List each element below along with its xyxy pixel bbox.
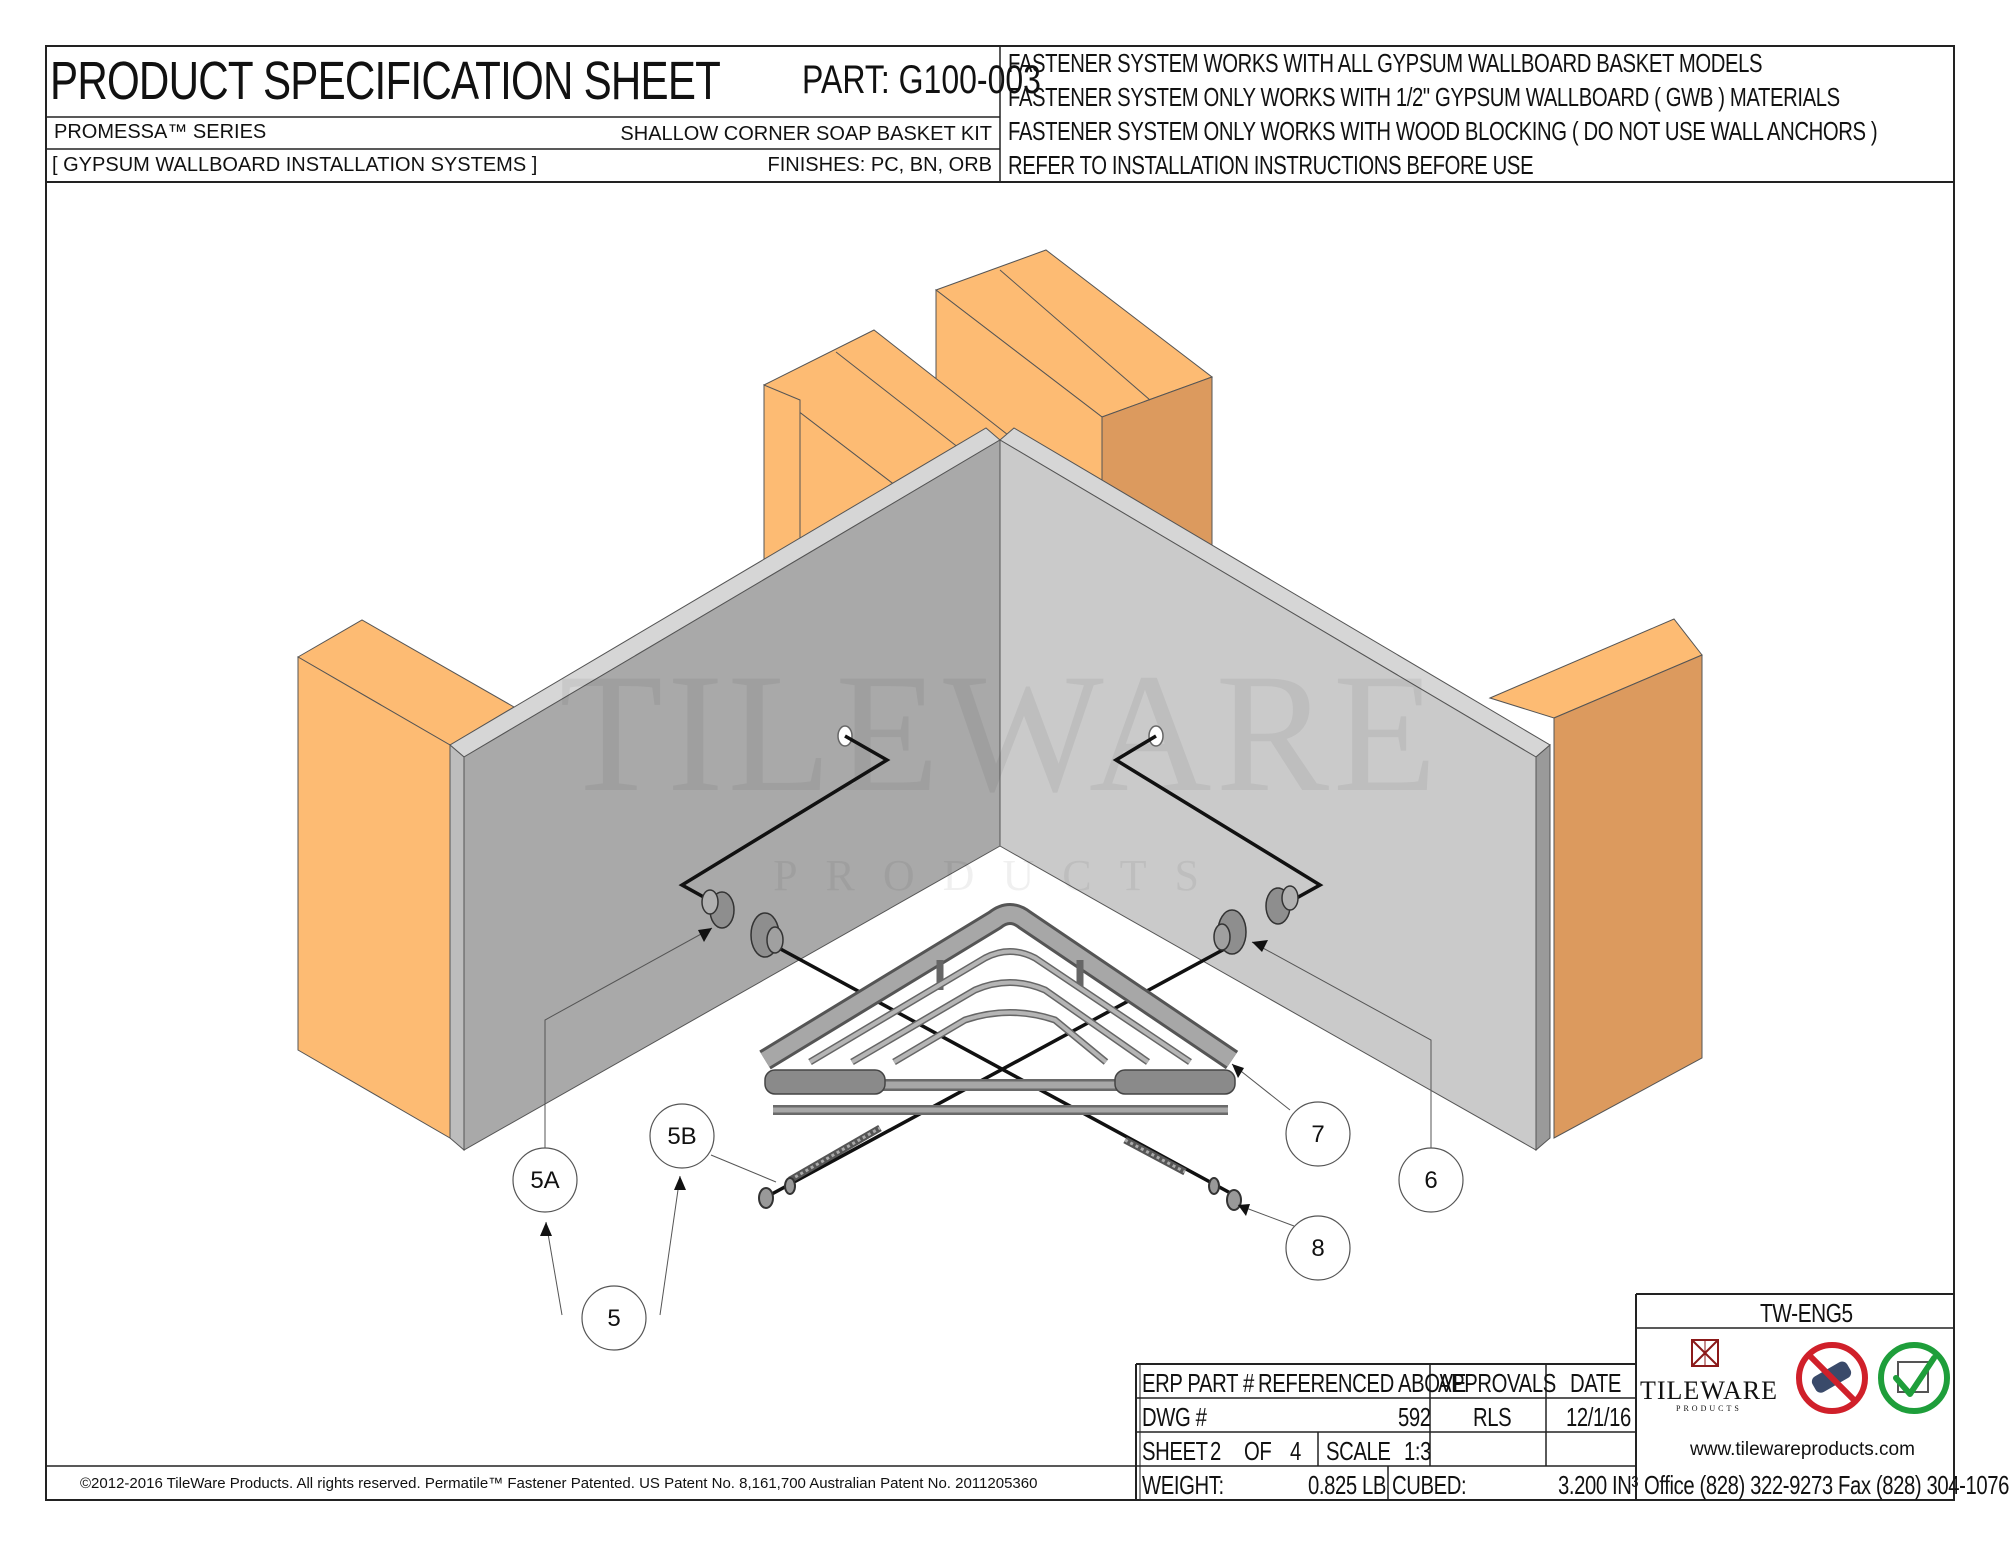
callout-5a-circle xyxy=(512,1147,578,1213)
gypsum-wallboard xyxy=(449,427,1551,1152)
assembly-path-lines xyxy=(678,734,1324,1197)
website-link[interactable]: www.tilewareproducts.com xyxy=(1690,1439,1915,1460)
sheet-title: PRODUCT SPECIFICATION SHEET xyxy=(50,51,721,111)
note-2: FASTENER SYSTEM ONLY WORKS WITH 1/2" GYP… xyxy=(1008,82,1840,112)
wall-anchor-5a xyxy=(701,889,735,929)
logo-subtitle: PRODUCTS xyxy=(1676,1404,1742,1413)
logo-wordmark: TILEWARE xyxy=(1640,1376,1778,1405)
corner-soap-basket xyxy=(759,903,1239,1115)
callout-5: 5 xyxy=(607,1305,620,1332)
watermark-subtitle: PRODUCTS xyxy=(773,851,1227,900)
callout-circles xyxy=(512,1101,1464,1351)
approver: RLS xyxy=(1473,1402,1512,1432)
weight-label: WEIGHT: xyxy=(1142,1470,1224,1500)
part-number: PART: G100-003 xyxy=(802,58,1041,102)
flange-anchor-left xyxy=(750,912,784,958)
date-value: 12/1/16 xyxy=(1566,1402,1631,1432)
callout-7-circle xyxy=(1285,1101,1351,1167)
system-name: [ GYPSUM WALLBOARD INSTALLATION SYSTEMS … xyxy=(52,154,538,176)
erp-label: ERP PART # xyxy=(1142,1368,1254,1398)
sheet-label: SHEET xyxy=(1142,1436,1208,1466)
leader-arrowheads xyxy=(540,928,1268,1236)
doc-code: TW-ENG5 xyxy=(1760,1298,1853,1328)
tileware-logo xyxy=(1691,1339,1719,1367)
erp-value: REFERENCED ABOVE xyxy=(1258,1368,1466,1398)
callout-5b: 5B xyxy=(667,1123,696,1150)
wall-anchor-6 xyxy=(1265,885,1299,925)
screw-right xyxy=(1123,1136,1242,1211)
scale-value: 1:3 xyxy=(1404,1436,1432,1466)
callout-6-circle xyxy=(1398,1147,1464,1213)
no-wall-anchors-icon xyxy=(1796,1342,1868,1414)
series-name: PROMESSA™ SERIES xyxy=(54,121,267,143)
finishes: FINISHES: PC, BN, ORB xyxy=(767,154,992,176)
sheet-number: 2 xyxy=(1210,1436,1221,1466)
approvals-label: APPROVALS xyxy=(1438,1368,1556,1398)
scale-label: SCALE xyxy=(1326,1436,1391,1466)
cubed-value: 3.200 IN³ xyxy=(1558,1470,1638,1500)
dwg-label: DWG # xyxy=(1142,1402,1207,1432)
flange-anchor-right xyxy=(1213,909,1247,955)
title-block-grid xyxy=(1135,1293,1954,1500)
wood-blocking-left xyxy=(297,619,515,1139)
corner-wall-illustration: TILEWARE PRODUCTS xyxy=(297,249,1703,1351)
callout-8: 8 xyxy=(1311,1235,1324,1262)
dwg-number: 592 xyxy=(1398,1402,1431,1432)
callout-7: 7 xyxy=(1311,1121,1324,1148)
sheet-total: 4 xyxy=(1290,1436,1301,1466)
approved-check-icon xyxy=(1878,1342,1950,1414)
of-label: OF xyxy=(1244,1436,1272,1466)
watermark-logo: TILEWARE xyxy=(559,639,1441,827)
screw-left xyxy=(758,1124,882,1209)
callout-5b-circle xyxy=(649,1103,715,1169)
cubed-label: CUBED: xyxy=(1392,1470,1467,1500)
product-name: SHALLOW CORNER SOAP BASKET KIT xyxy=(620,123,992,145)
note-1: FASTENER SYSTEM WORKS WITH ALL GYPSUM WA… xyxy=(1008,48,1763,78)
weight-value: 0.825 LB xyxy=(1308,1470,1387,1500)
note-4: REFER TO INSTALLATION INSTRUCTIONS BEFOR… xyxy=(1008,150,1534,180)
contact-phones: Office (828) 322-9273 Fax (828) 304-1076 xyxy=(1644,1470,2009,1500)
date-label: DATE xyxy=(1570,1368,1622,1398)
callout-5-circle xyxy=(581,1285,647,1351)
copyright: ©2012-2016 TileWare Products. All rights… xyxy=(80,1475,1038,1492)
note-3: FASTENER SYSTEM ONLY WORKS WITH WOOD BLO… xyxy=(1008,116,1878,146)
callout-8-circle xyxy=(1285,1215,1351,1281)
callout-5a: 5A xyxy=(530,1167,559,1194)
wood-blocking-right xyxy=(1488,618,1703,1139)
callout-6: 6 xyxy=(1424,1167,1437,1194)
